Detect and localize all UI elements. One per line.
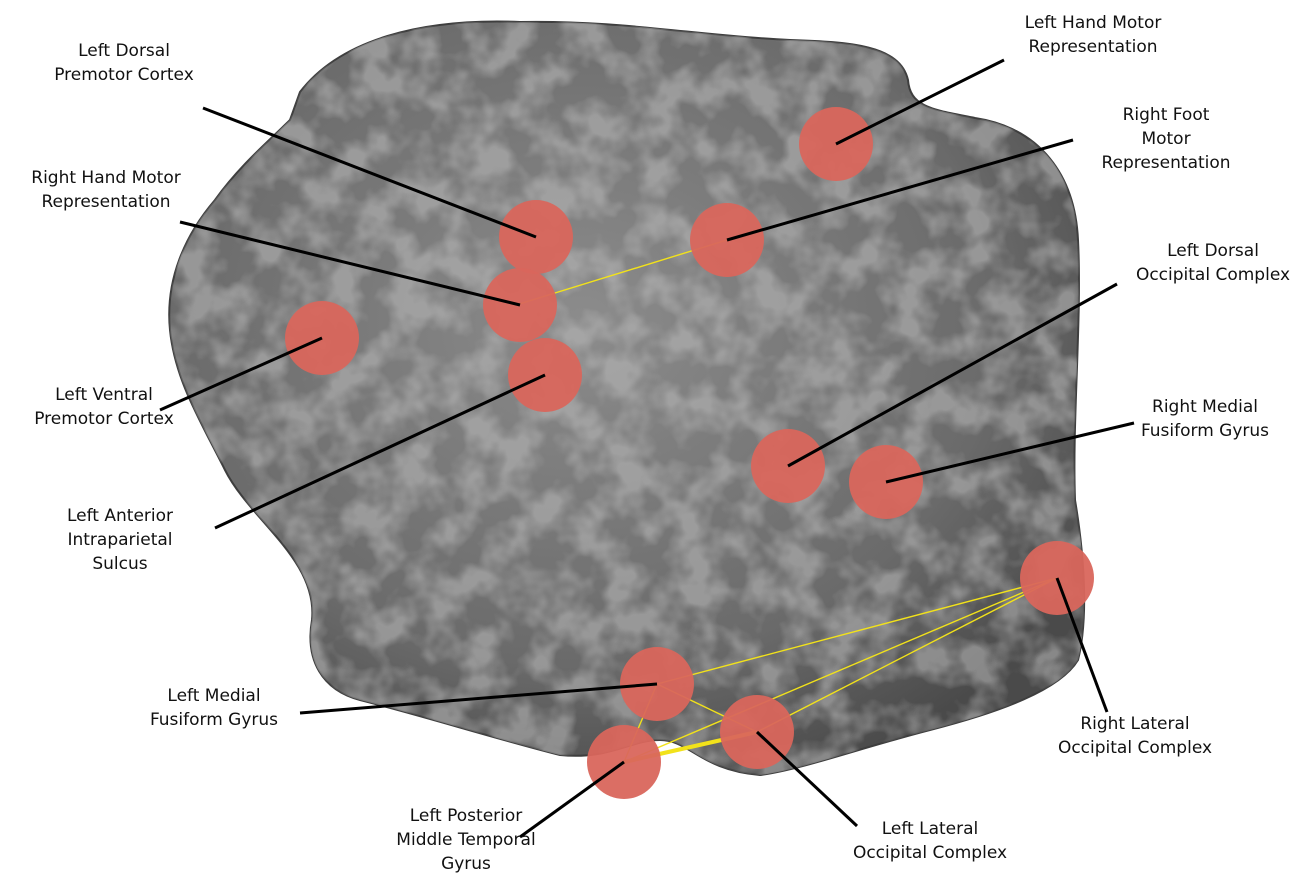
label-line: Motor: [1141, 129, 1190, 149]
label-line: Left Hand Motor: [1025, 13, 1162, 33]
label-line: Representation: [1101, 153, 1230, 173]
label-line: Occipital Complex: [1136, 265, 1290, 285]
label-line: Gyrus: [441, 854, 491, 874]
label-line: Right Foot: [1123, 105, 1210, 125]
label-line: Right Medial: [1152, 397, 1258, 417]
label-line: Representation: [1028, 37, 1157, 57]
label-line: Premotor Cortex: [34, 409, 174, 429]
label-line: Right Lateral: [1080, 714, 1189, 734]
label-line: Representation: [41, 192, 170, 212]
label-line: Premotor Cortex: [54, 65, 194, 85]
label-line: Left Anterior: [67, 506, 173, 526]
label-line: Fusiform Gyrus: [1141, 421, 1269, 441]
label-line: Left Lateral: [882, 819, 979, 839]
label-line: Intraparietal: [67, 530, 172, 550]
label-line: Right Hand Motor: [31, 168, 180, 188]
label-line: Fusiform Gyrus: [150, 710, 278, 730]
label-line: Left Ventral: [55, 385, 153, 405]
label-line: Left Medial: [167, 686, 260, 706]
label-line: Occipital Complex: [853, 843, 1007, 863]
leader-line-left-posterior-middle-temporal-gyrus: [520, 762, 624, 837]
label-line: Left Dorsal: [1167, 241, 1259, 261]
label-line: Occipital Complex: [1058, 738, 1212, 758]
label-line: Left Dorsal: [78, 41, 170, 61]
label-line: Sulcus: [92, 554, 147, 574]
label-line: Middle Temporal: [396, 830, 535, 850]
label-line: Left Posterior: [410, 806, 523, 826]
